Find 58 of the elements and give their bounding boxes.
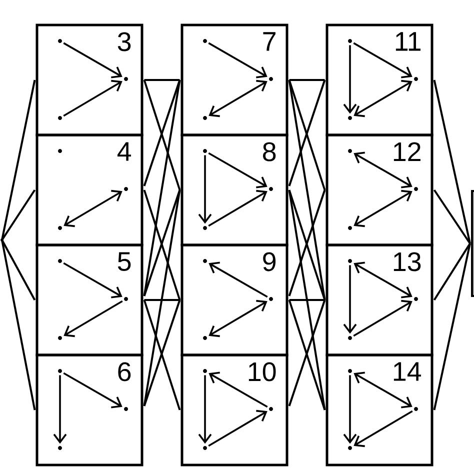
graph-box: 5 (36, 244, 144, 356)
arrow (208, 300, 268, 338)
connector-line (143, 80, 181, 296)
connector-line (143, 190, 181, 406)
arrow (354, 80, 412, 118)
arrow (64, 190, 122, 228)
arrow (354, 372, 412, 408)
arrow (64, 300, 123, 338)
arrow (353, 300, 412, 337)
arrow (63, 80, 122, 117)
connector-line (1, 240, 36, 300)
arrow (354, 152, 412, 188)
arrow (198, 375, 212, 444)
graph-box: 8 (180, 134, 288, 246)
arrow (354, 262, 412, 298)
connector-line (433, 189, 471, 244)
graph-box: 11 (326, 24, 434, 136)
connector-line (289, 299, 325, 301)
arrow (354, 190, 412, 228)
arrow (208, 190, 268, 227)
arrow (208, 42, 268, 78)
arrow (354, 410, 413, 448)
connector-line (288, 80, 326, 300)
graph-box: 13 (326, 244, 434, 356)
connector-line (144, 79, 180, 81)
graph-box: 3 (36, 24, 144, 136)
graph-box: 6 (36, 354, 144, 466)
graph-box: 4 (36, 134, 144, 246)
graph-box: 9 (180, 244, 288, 356)
graph-box: 12 (326, 134, 434, 246)
graph-box: 7 (180, 24, 288, 136)
arrow (63, 262, 122, 298)
arrow (343, 45, 357, 114)
connector-line (433, 242, 471, 301)
arrow (208, 372, 268, 408)
connector-line (144, 299, 180, 301)
arrow (208, 410, 268, 447)
arrow (343, 375, 357, 444)
connector-line (433, 243, 471, 410)
arrow (343, 265, 357, 334)
arrow (63, 42, 122, 78)
connector-line (288, 190, 326, 410)
connector-line (1, 80, 36, 240)
arrow (208, 262, 268, 298)
graph-node (0, 238, 4, 242)
graph-box: 14 (326, 354, 434, 466)
arrow (208, 152, 268, 188)
arrow (53, 375, 67, 444)
arrow (198, 155, 212, 224)
connector-line (433, 80, 471, 244)
connector-line (1, 189, 36, 241)
arrow (63, 372, 122, 408)
arrow (208, 80, 268, 118)
connector-line (1, 240, 36, 410)
graph-box: 10 (180, 354, 288, 466)
arrow (353, 42, 412, 78)
graph-box (471, 190, 474, 297)
connector-line (289, 79, 325, 81)
